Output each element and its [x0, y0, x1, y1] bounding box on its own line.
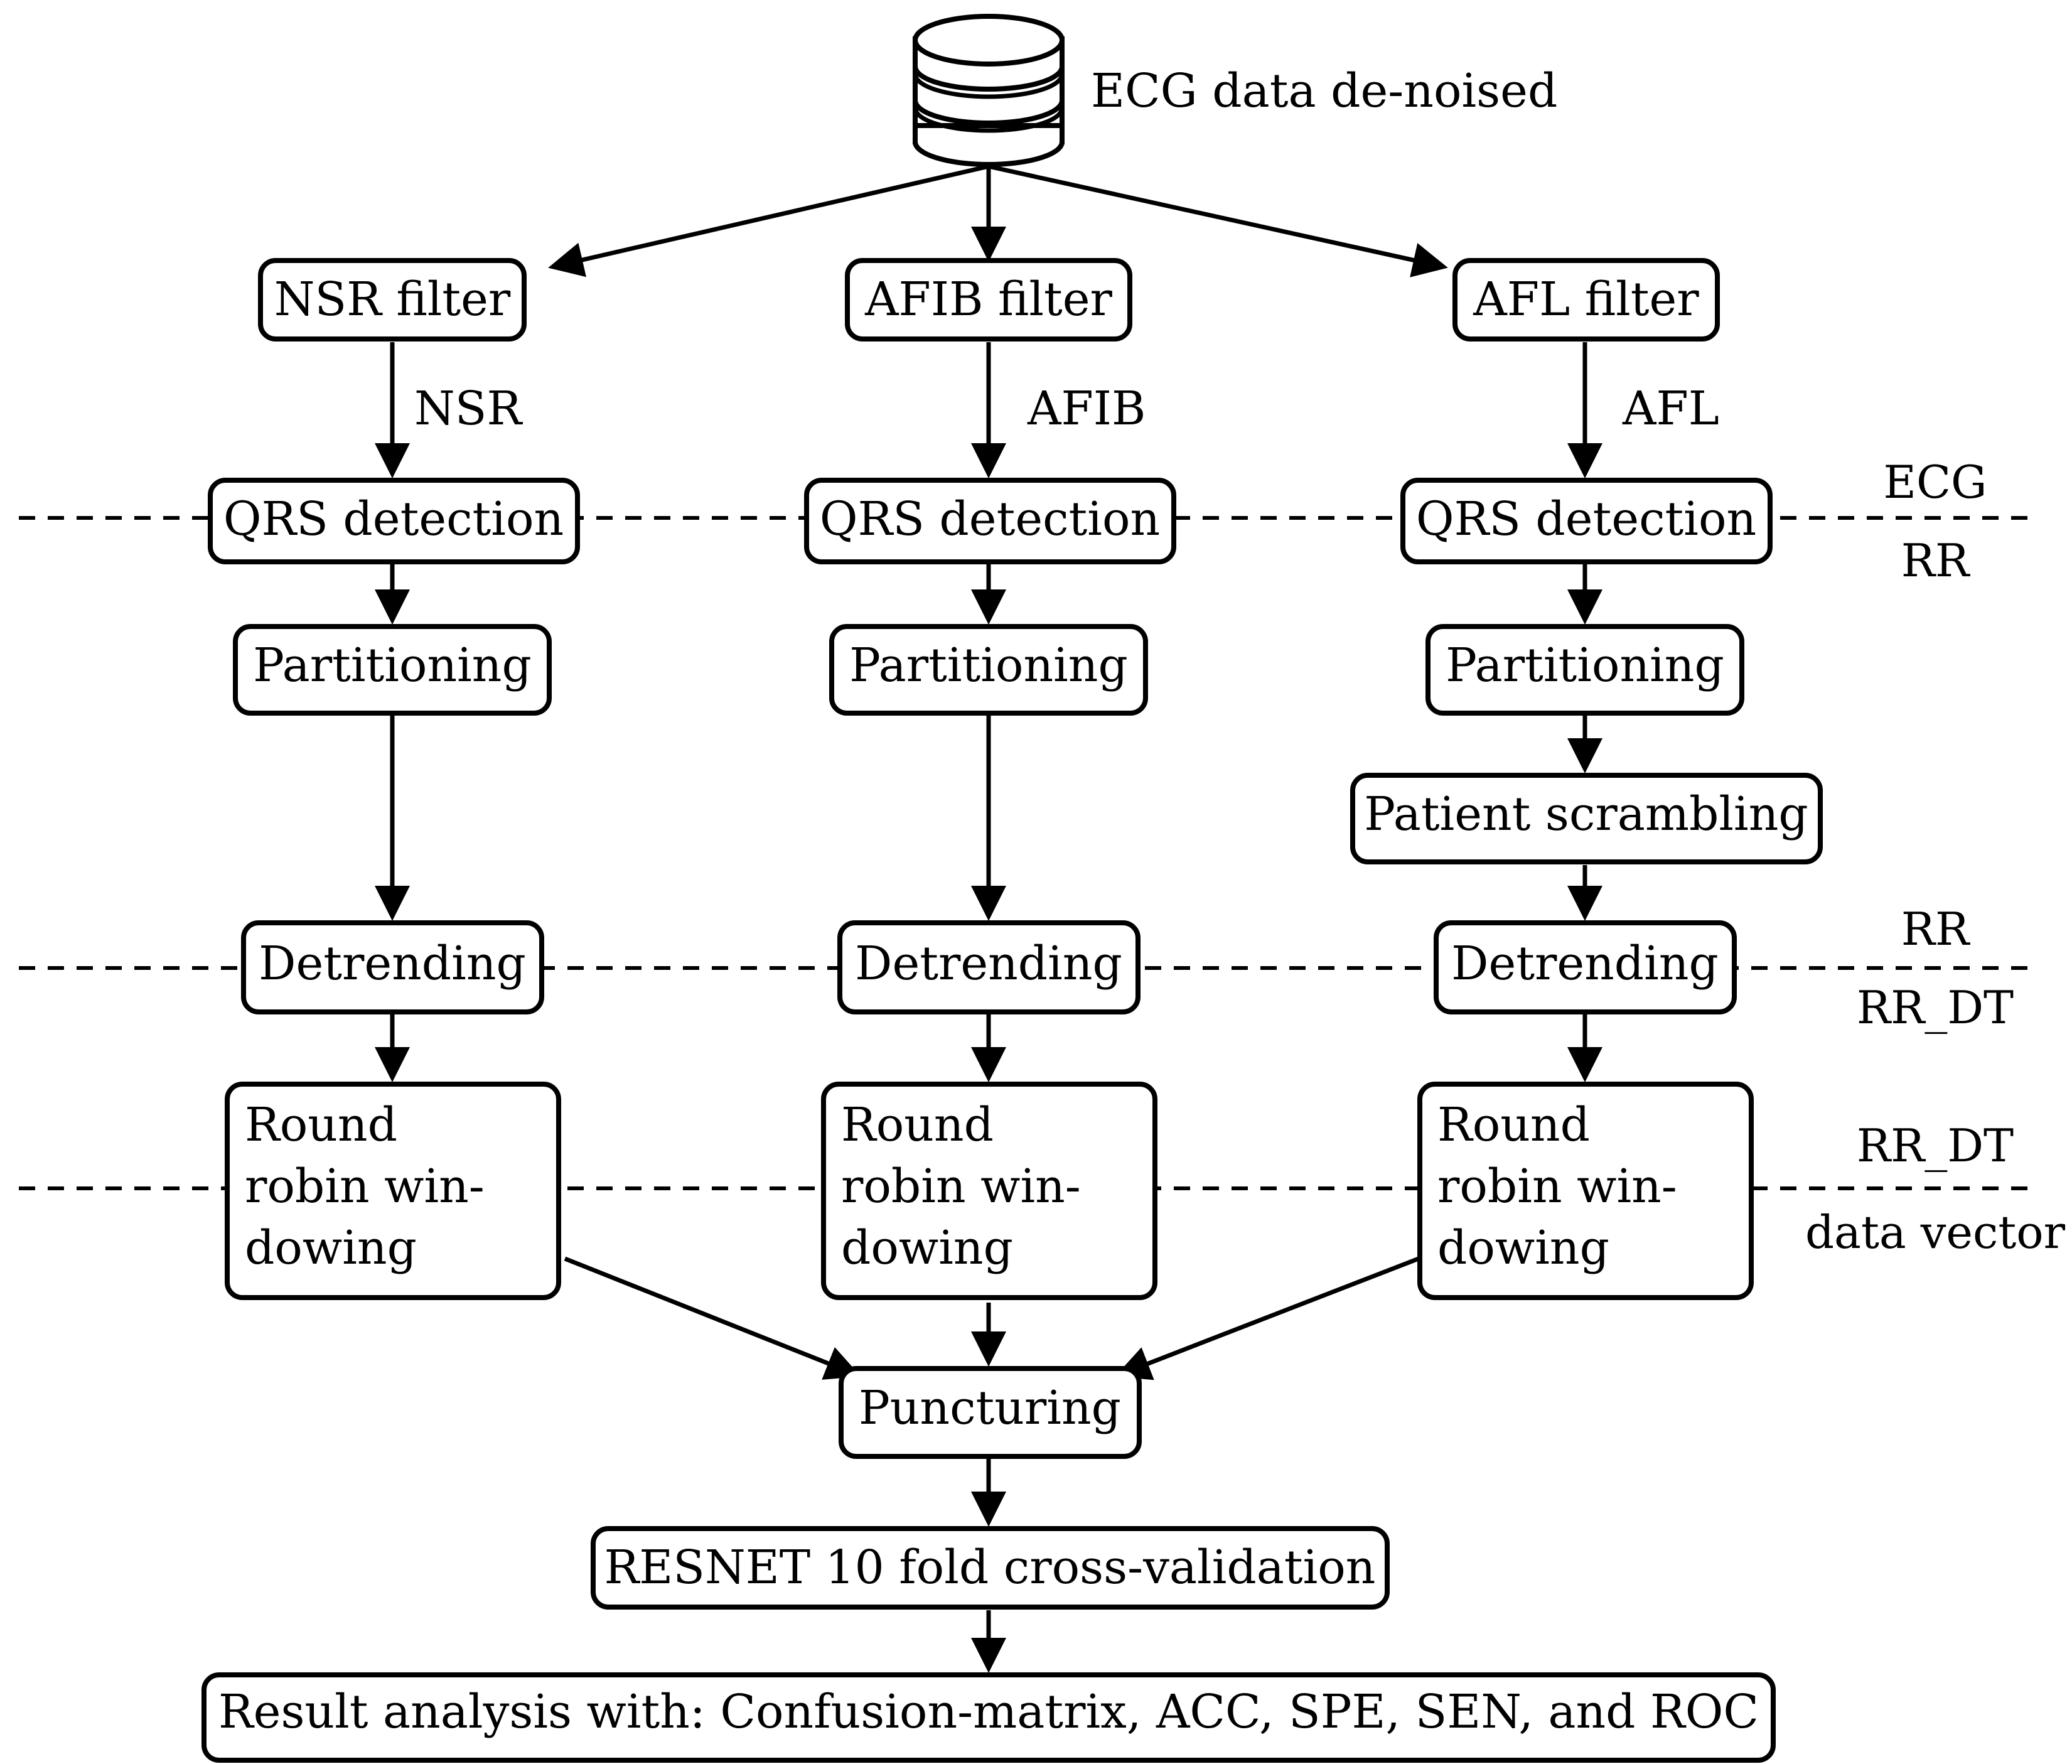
partition-nsr-node: Partitioning	[233, 624, 552, 716]
detrend-afib-label: Detrending	[855, 937, 1122, 991]
qrs-nsr-node: QRS detection	[208, 478, 580, 564]
class-label-nsr: NSR	[414, 382, 523, 436]
window-afib-line2: robin win-	[841, 1159, 1081, 1213]
window-afl-line3: dowing	[1437, 1221, 1609, 1275]
partition-afib-label: Partitioning	[849, 638, 1128, 692]
detrend-afl-label: Detrending	[1451, 937, 1719, 991]
resnet-node: RESNET 10 fold cross-validation	[591, 1526, 1390, 1610]
qrs-nsr-label: QRS detection	[223, 492, 564, 546]
partition-nsr-label: Partitioning	[253, 638, 532, 692]
detrend-afib-node: Detrending	[837, 920, 1141, 1014]
puncturing-label: Puncturing	[859, 1381, 1121, 1435]
filter-nsr-label: NSR filter	[274, 272, 511, 326]
partition-afib-node: Partitioning	[829, 624, 1148, 716]
filter-afib-label: AFIB filter	[864, 272, 1112, 326]
window-afl-line1: Round	[1437, 1098, 1590, 1152]
filter-afl-label: AFL filter	[1473, 272, 1699, 326]
database-icon	[913, 14, 1065, 167]
filter-afl-node: AFL filter	[1452, 258, 1720, 342]
qrs-afl-label: QRS detection	[1416, 492, 1756, 546]
detrend-afl-node: Detrending	[1434, 920, 1737, 1014]
partition-afl-node: Partitioning	[1425, 624, 1744, 716]
detrend-nsr-node: Detrending	[241, 920, 544, 1014]
side-label-rrdt-top: RR_DT	[1857, 981, 2014, 1034]
result-node: Result analysis with: Confusion-matrix, …	[201, 1672, 1776, 1763]
result-label: Result analysis with: Confusion-matrix, …	[218, 1685, 1759, 1739]
qrs-afib-label: QRS detection	[820, 492, 1160, 546]
window-nsr-line3: dowing	[245, 1221, 417, 1275]
puncturing-node: Puncturing	[839, 1366, 1142, 1459]
window-afib-node: Round robin win- dowing	[821, 1082, 1157, 1300]
window-afib-line1: Round	[841, 1098, 994, 1152]
window-afl-node: Round robin win- dowing	[1417, 1082, 1754, 1300]
side-label-data-vector: data vector	[1805, 1206, 2066, 1259]
edges	[375, 164, 1602, 1673]
class-label-afl: AFL	[1622, 382, 1719, 436]
detrend-nsr-label: Detrending	[259, 937, 526, 991]
window-afl-line2: robin win-	[1437, 1159, 1677, 1213]
side-label-rrdt-bottom: RR_DT	[1857, 1119, 2014, 1172]
class-label-afib: AFIB	[1027, 382, 1146, 436]
window-nsr-line1: Round	[245, 1098, 397, 1152]
title-label: ECG data de-noised	[1091, 64, 1557, 118]
partition-afl-label: Partitioning	[1446, 638, 1724, 692]
side-label-ecg: ECG	[1883, 456, 1987, 508]
window-afib-line3: dowing	[841, 1221, 1013, 1275]
side-label-rr-top: RR	[1901, 534, 1970, 587]
qrs-afl-node: QRS detection	[1400, 478, 1773, 564]
side-label-rr-bottom: RR	[1901, 903, 1970, 955]
filter-afib-node: AFIB filter	[845, 258, 1132, 342]
window-nsr-node: Round robin win- dowing	[225, 1082, 561, 1300]
window-nsr-line2: robin win-	[245, 1159, 485, 1213]
filter-nsr-node: NSR filter	[258, 258, 527, 342]
qrs-afib-node: QRS detection	[804, 478, 1176, 564]
scrambling-node: Patient scrambling	[1350, 773, 1823, 864]
scrambling-label: Patient scrambling	[1364, 787, 1808, 841]
resnet-label: RESNET 10 fold cross-validation	[604, 1541, 1376, 1595]
